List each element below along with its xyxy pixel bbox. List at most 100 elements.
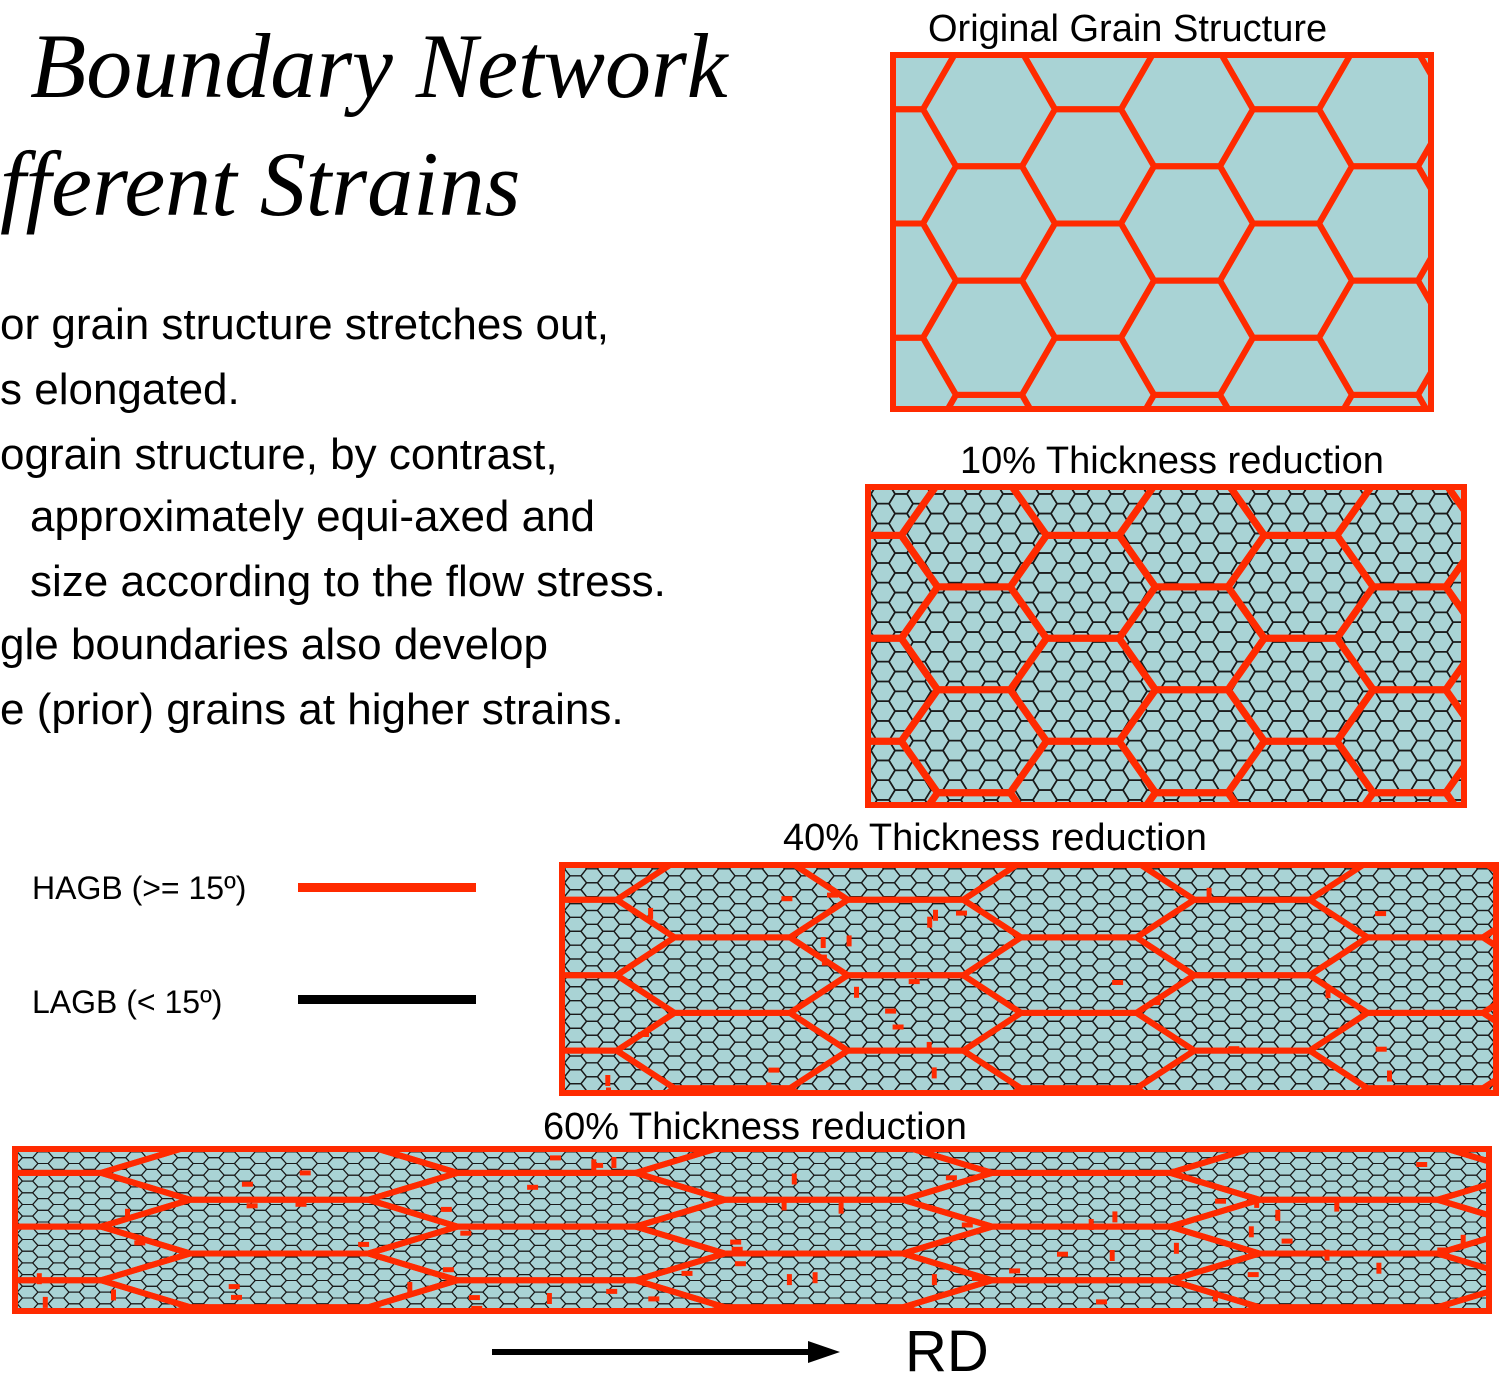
boundary-segment bbox=[768, 1067, 780, 1073]
bullet-line: e (prior) grains at higher strains. bbox=[0, 685, 624, 734]
boundary-segment bbox=[1206, 887, 1212, 899]
boundary-segment bbox=[908, 979, 920, 985]
boundary-segment bbox=[1334, 1200, 1340, 1212]
boundary-segment bbox=[846, 935, 852, 947]
legend-hagb-label: HAGB (>= 15º) bbox=[32, 870, 247, 906]
boundary-segment bbox=[971, 1275, 983, 1281]
boundary-segment bbox=[606, 1288, 618, 1294]
boundary-segment bbox=[527, 1184, 539, 1190]
boundary-segment bbox=[926, 1041, 932, 1053]
boundary-segment bbox=[241, 1181, 253, 1187]
grain-boundary-network bbox=[890, 52, 1434, 412]
boundary-segment bbox=[766, 1082, 772, 1094]
boundary-segment bbox=[961, 1222, 973, 1228]
boundary-segment bbox=[36, 1273, 42, 1285]
boundary-segment bbox=[734, 1261, 746, 1267]
grain-background bbox=[890, 52, 1434, 412]
grain-boundary bbox=[1477, 923, 1499, 952]
boundary-segment bbox=[442, 1267, 454, 1273]
grain-boundary bbox=[1441, 653, 1467, 726]
boundary-segment bbox=[1387, 1070, 1392, 1082]
boundary-segment bbox=[1375, 1046, 1387, 1052]
boundary-segment bbox=[1275, 1209, 1281, 1221]
boundary-segment bbox=[1228, 1046, 1240, 1052]
grain-boundary bbox=[1414, 246, 1434, 315]
boundary-segment bbox=[854, 986, 859, 998]
boundary-segment bbox=[1112, 980, 1124, 985]
boundary-segment bbox=[731, 1246, 743, 1252]
boundary-segment bbox=[945, 1175, 957, 1181]
boundary-segment bbox=[1088, 1219, 1094, 1230]
boundary-segment bbox=[468, 1295, 480, 1301]
grain-boundary bbox=[1427, 1287, 1492, 1314]
boundary-segment bbox=[931, 1274, 937, 1286]
boundary-segment bbox=[1376, 1262, 1382, 1274]
boundary-segment bbox=[228, 1284, 240, 1290]
grain-boundary-network bbox=[865, 484, 1467, 808]
boundary-segment bbox=[1254, 1196, 1260, 1208]
boundary-segment bbox=[781, 896, 793, 902]
bullet-line: ograin structure, by contrast, bbox=[0, 430, 558, 479]
grain-boundary bbox=[1427, 1180, 1492, 1220]
boundary-segment bbox=[358, 1241, 370, 1247]
boundary-segment bbox=[295, 1201, 307, 1207]
title-line-2: fferent Strains bbox=[0, 133, 521, 235]
grain-boundary bbox=[1477, 998, 1499, 1027]
boundary-segment bbox=[1173, 1242, 1179, 1254]
boundary-segment bbox=[299, 1170, 311, 1176]
bullet-line: s elongated. bbox=[0, 365, 240, 414]
panel-label-40pct: 40% Thickness reduction bbox=[783, 817, 1207, 859]
boundary-segment bbox=[956, 910, 967, 916]
grain-boundary bbox=[1414, 132, 1434, 201]
grain-boundary bbox=[1477, 1074, 1499, 1096]
boundary-segment bbox=[460, 1230, 472, 1236]
boundary-segment bbox=[1112, 1211, 1118, 1223]
grain-boundary-network bbox=[12, 1146, 1492, 1314]
boundary-segment bbox=[1247, 1272, 1259, 1278]
panel-label-60pct: 60% Thickness reduction bbox=[543, 1106, 967, 1148]
boundary-segment bbox=[1437, 1247, 1449, 1253]
panel-border bbox=[12, 1146, 1492, 1314]
boundary-segment bbox=[933, 909, 938, 921]
boundary-segment bbox=[1009, 1268, 1021, 1274]
boundary-segment bbox=[648, 907, 654, 919]
boundary-segment bbox=[821, 954, 827, 966]
rd-arrow-icon bbox=[492, 1341, 840, 1363]
grain-boundary bbox=[1441, 550, 1467, 623]
panel-border bbox=[890, 52, 1434, 412]
legend-lagb-line bbox=[298, 995, 476, 1004]
boundary-segment bbox=[931, 1067, 937, 1079]
boundary-segment bbox=[611, 1157, 617, 1168]
lagb-to-hagb-segments bbox=[605, 887, 1392, 1096]
boundary-segment bbox=[1324, 1249, 1330, 1261]
boundary-segment bbox=[440, 1206, 452, 1212]
boundary-segment bbox=[1215, 1198, 1226, 1204]
boundary-segment bbox=[838, 1202, 844, 1214]
bullet-line: gle boundaries also develop bbox=[0, 620, 548, 669]
boundary-segment bbox=[638, 1032, 650, 1037]
boundary-segment bbox=[1149, 1000, 1161, 1006]
grain-panel-10pct bbox=[865, 484, 1467, 808]
panel-border bbox=[559, 862, 1499, 1096]
bullet-line: or grain structure stretches out, bbox=[0, 300, 609, 349]
boundary-segment bbox=[781, 1199, 787, 1211]
boundary-segment bbox=[820, 937, 826, 948]
boundary-segment bbox=[134, 1240, 146, 1246]
boundary-segment bbox=[1109, 1250, 1115, 1261]
grain-boundary bbox=[1441, 756, 1467, 808]
boundary-segment bbox=[791, 1173, 797, 1185]
boundary-segment bbox=[827, 892, 838, 898]
boundary-segment bbox=[681, 1270, 693, 1276]
boundary-segment bbox=[246, 1203, 258, 1209]
bullet-line: size according to the flow stress. bbox=[30, 557, 666, 606]
boundary-segment bbox=[546, 1293, 552, 1304]
boundary-segment bbox=[111, 1289, 116, 1301]
bullet-line: approximately equi-axed and bbox=[30, 492, 596, 541]
grain-boundary-network bbox=[559, 862, 1499, 1096]
boundary-segment bbox=[892, 1024, 904, 1030]
boundary-segment bbox=[231, 1294, 242, 1300]
boundary-segment bbox=[1057, 1251, 1068, 1257]
panel-label-10pct: 10% Thickness reduction bbox=[960, 440, 1384, 482]
lagb-to-hagb-segments bbox=[36, 1155, 1466, 1314]
rd-label: RD bbox=[905, 1319, 989, 1384]
